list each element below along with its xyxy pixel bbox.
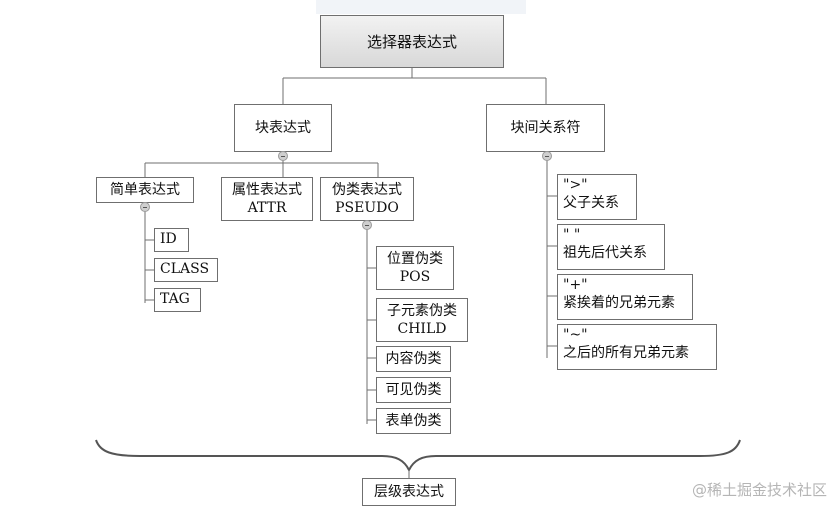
relation-general-sibling: "~" 之后的所有兄弟元素: [557, 324, 717, 370]
pseudo-expression-code: PSEUDO: [335, 200, 399, 216]
block-expression-node: 块表达式: [234, 104, 332, 152]
root-label: 选择器表达式: [366, 32, 457, 51]
pseudo-item-form: 表单伪类: [376, 408, 451, 434]
simple-item-tag: TAG: [154, 288, 201, 312]
pseudo-item-label: 可见伪类: [385, 382, 442, 398]
block-expression-collapse-icon[interactable]: [278, 151, 288, 161]
root-connector: [282, 68, 547, 104]
block-expression-label: 块表达式: [255, 120, 311, 136]
attribute-expression-code: ATTR: [247, 200, 287, 216]
attribute-expression-label: 属性表达式: [232, 182, 302, 198]
hierarchy-brace: [95, 439, 741, 473]
simple-item-label: ID: [160, 231, 177, 247]
pseudo-connector: [366, 224, 376, 424]
top-shade: [316, 0, 526, 14]
simple-item-label: CLASS: [160, 261, 210, 277]
pseudo-item-label: 内容伪类: [385, 351, 442, 367]
pseudo-item-code: CHILD: [397, 321, 447, 337]
attribute-expression-node: 属性表达式 ATTR: [221, 177, 313, 221]
inter-block-relation-label: 块间关系符: [510, 120, 581, 136]
relation-adjacent-sibling: "+" 紧挨着的兄弟元素: [557, 274, 693, 320]
simple-expression-collapse-icon[interactable]: [140, 202, 150, 212]
inter-block-relation-node: 块间关系符: [486, 104, 605, 152]
pseudo-expression-collapse-icon[interactable]: [362, 220, 372, 230]
relation-label: 祖先后代关系: [563, 245, 647, 261]
simple-item-label: TAG: [160, 291, 190, 307]
relation-symbol: ">": [563, 177, 588, 193]
hierarchy-expression-label: 层级表达式: [374, 484, 444, 500]
pseudo-expression-label: 伪类表达式: [332, 182, 402, 198]
relation-label: 父子关系: [563, 195, 619, 211]
root-node: 选择器表达式: [320, 15, 504, 68]
pseudo-item-child: 子元素伪类 CHILD: [376, 298, 468, 342]
inter-block-relation-collapse-icon[interactable]: [542, 151, 552, 161]
simple-expression-label: 简单表达式: [110, 182, 180, 198]
pseudo-item-pos: 位置伪类 POS: [376, 246, 454, 290]
pseudo-item-code: POS: [399, 269, 431, 285]
simple-item-id: ID: [154, 228, 189, 252]
simple-item-class: CLASS: [154, 258, 218, 282]
block-connector: [144, 152, 379, 177]
hierarchy-expression-node: 层级表达式: [362, 478, 456, 506]
relation-symbol: "+": [563, 277, 588, 293]
relation-label: 之后的所有兄弟元素: [563, 345, 689, 361]
relation-connector: [546, 156, 557, 358]
relation-child: ">" 父子关系: [557, 174, 637, 220]
watermark: @稀土掘金技术社区: [691, 481, 827, 499]
simple-connector: [144, 206, 154, 303]
relation-symbol: "~": [563, 327, 588, 343]
pseudo-item-label: 位置伪类: [387, 251, 443, 267]
relation-label: 紧挨着的兄弟元素: [563, 295, 675, 311]
pseudo-item-label: 子元素伪类: [387, 303, 457, 319]
simple-expression-node: 简单表达式: [96, 177, 194, 203]
pseudo-item-content: 内容伪类: [376, 346, 451, 372]
relation-descendant: " " 祖先后代关系: [557, 224, 665, 270]
pseudo-item-label: 表单伪类: [385, 413, 442, 429]
pseudo-expression-node: 伪类表达式 PSEUDO: [320, 177, 414, 221]
pseudo-item-visible: 可见伪类: [376, 377, 451, 403]
relation-symbol: " ": [563, 227, 581, 243]
